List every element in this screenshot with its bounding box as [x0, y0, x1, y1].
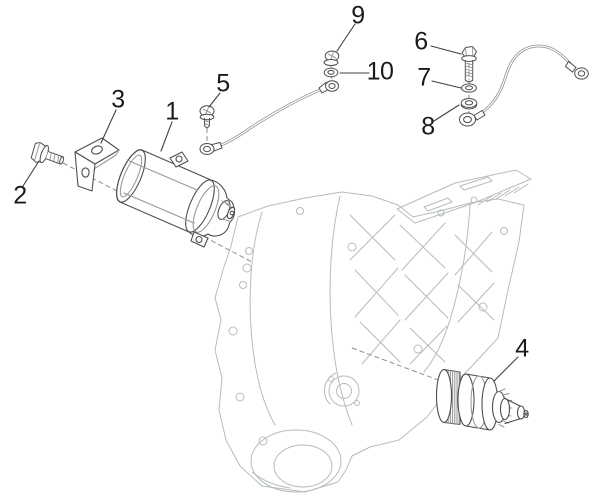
crankcase-bottom-boss: [250, 429, 342, 493]
bracket-part3-drawing: [74, 137, 120, 192]
starter-motor-drawing: [116, 149, 236, 248]
cable-2-drawing: [480, 44, 573, 114]
bolt-part6-drawing: [461, 46, 477, 83]
washer-part7-drawing: [461, 83, 477, 93]
cable-1-drawing: [215, 88, 322, 149]
starter-mount-bosses: [239, 247, 253, 289]
starter-pinion: [217, 200, 236, 222]
callout-2: 2: [13, 181, 27, 210]
screw-part5-drawing: [199, 105, 215, 129]
leader-lines: [22, 23, 519, 382]
screw-part9-drawing: [323, 50, 340, 66]
callout-4: 4: [515, 334, 529, 363]
ring-terminal-4: [564, 60, 589, 80]
callout-9: 9: [351, 1, 365, 30]
callout-8: 8: [421, 112, 435, 141]
crankcase-bolt-holes: [228, 207, 508, 446]
crankcase-drawing: [214, 169, 532, 493]
crankcase-top-rail: [396, 169, 532, 224]
callout-3: 3: [111, 85, 125, 114]
clutch-gear-teeth: [491, 388, 513, 428]
crankcase-ribs: [349, 214, 495, 365]
callout-10: 10: [366, 57, 394, 86]
callout-1: 1: [165, 97, 179, 126]
washer-part8-drawing: [460, 98, 478, 110]
water-pump-boss: [323, 372, 360, 407]
callout-6: 6: [414, 27, 428, 56]
callout-5: 5: [216, 69, 230, 98]
starter-clutch-part4-drawing: [435, 368, 529, 431]
bolt-part2-drawing: [30, 141, 65, 165]
callout-7: 7: [417, 63, 431, 92]
ring-terminal-1: [199, 141, 223, 155]
ring-terminal-3: [459, 109, 486, 127]
ring-terminal-2: [318, 80, 339, 94]
washer-part10-drawing: [323, 67, 339, 78]
